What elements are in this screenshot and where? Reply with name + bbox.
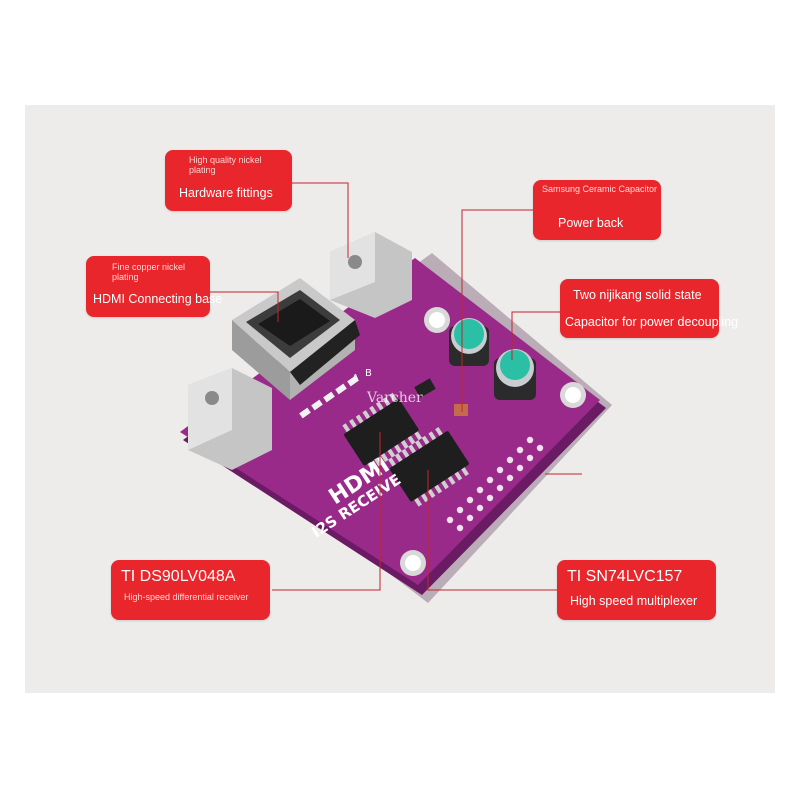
callout-label: Power back (558, 216, 624, 230)
metal-fitting-top (330, 232, 412, 318)
silkscreen-a: A (352, 373, 359, 384)
mounting-hole (424, 307, 450, 333)
callout-title: Two nijikang solid state (573, 288, 702, 302)
solid-state-capacitor (449, 318, 489, 366)
ceramic-capacitor (454, 404, 468, 416)
mounting-hole (560, 382, 586, 408)
solid-state-capacitor (494, 349, 536, 400)
watermark: Varcher (367, 390, 423, 406)
callout-label: Hardware fittings (179, 186, 273, 200)
sn74lvc157-chip (388, 427, 469, 507)
metal-fitting-bottom (188, 368, 272, 470)
callout-label: High speed multiplexer (570, 594, 698, 608)
callout-label: HDMI Connecting base (93, 292, 223, 306)
pin-header (446, 436, 544, 532)
hdmi-connector (232, 278, 360, 400)
callout-solid-state-capacitor: Two nijikang solid state Capacitor for p… (560, 279, 738, 338)
callout-title: TI SN74LVC157 (567, 568, 683, 585)
callout-label: Capacitor for power decoupling (565, 315, 739, 329)
callout-ds90lv048a: TI DS90LV048A High-speed differential re… (111, 560, 270, 620)
silkscreen-b: B (365, 368, 372, 379)
callout-note: Fine copper nickel plating (112, 262, 186, 282)
mounting-hole (400, 550, 426, 576)
callout-sn74lvc157: TI SN74LVC157 High speed multiplexer (557, 560, 716, 620)
ds90lv048a-chip (342, 392, 423, 471)
resistor-array (299, 375, 359, 419)
callout-hdmi-base: Fine copper nickel plating HDMI Connecti… (86, 256, 222, 317)
leader-lines (210, 182, 582, 591)
callout-label: High-speed differential receiver (124, 592, 249, 602)
callout-note: Samsung Ceramic Capacitor (542, 184, 658, 194)
callout-title: TI DS90LV048A (121, 568, 236, 585)
small-transistor (414, 378, 436, 398)
callout-hardware-fittings: High quality nickel plating Hardware fit… (165, 150, 292, 211)
callout-note: High quality nickel plating (189, 155, 262, 175)
callout-ceramic-capacitor: Samsung Ceramic Capacitor Power back (533, 180, 661, 240)
